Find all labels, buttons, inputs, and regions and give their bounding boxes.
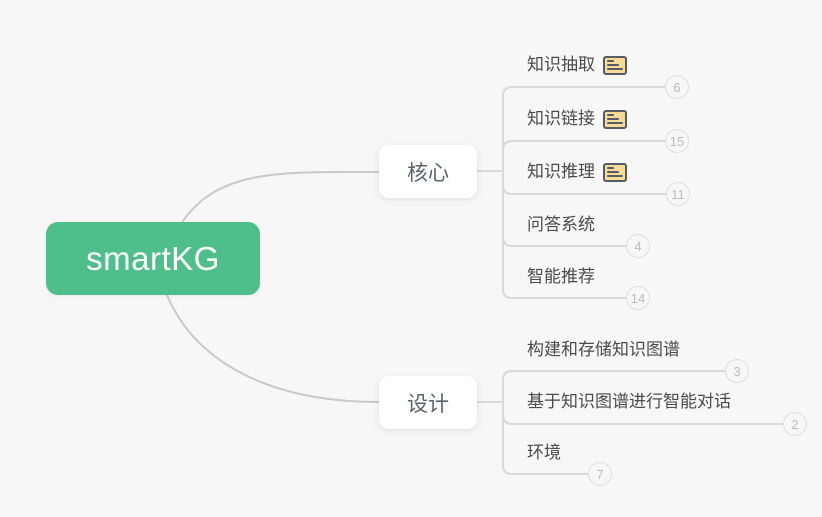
topic-label: 环境: [527, 443, 561, 462]
root-node-smartkg[interactable]: smartKG: [46, 222, 260, 295]
branch-node-design[interactable]: 设计: [379, 376, 477, 429]
underline-core-child-3: [502, 184, 667, 195]
underline-design-child-2: [502, 414, 784, 425]
underline-design-child-3: [502, 464, 589, 475]
count-badge[interactable]: 2: [783, 412, 807, 436]
note-icon[interactable]: [603, 55, 627, 75]
topic-label: 基于知识图谱进行智能对话: [527, 392, 731, 411]
underline-design-child-1: [502, 370, 726, 381]
branch-node-design-label: 设计: [407, 392, 449, 416]
topic-build-store-kg[interactable]: 构建和存储知识图谱: [527, 338, 680, 362]
count-badge[interactable]: 14: [626, 286, 650, 310]
connector-root-to-design: [166, 294, 380, 403]
connector-root-to-core: [182, 170, 380, 222]
root-node-label: smartKG: [86, 239, 220, 277]
count-badge[interactable]: 7: [588, 462, 612, 486]
count-badge[interactable]: 11: [666, 182, 690, 206]
underline-core-child-4: [502, 236, 627, 247]
count-badge[interactable]: 15: [665, 129, 689, 153]
underline-core-child-5: [502, 288, 627, 299]
topic-environment[interactable]: 环境: [527, 441, 561, 465]
branch-node-core[interactable]: 核心: [379, 145, 477, 198]
count-badge[interactable]: 3: [725, 359, 749, 383]
count-badge[interactable]: 4: [626, 234, 650, 258]
topic-label: 知识推理: [527, 162, 595, 181]
topic-label: 问答系统: [527, 215, 595, 234]
branch-node-core-label: 核心: [407, 161, 449, 185]
count-badge[interactable]: 6: [665, 75, 689, 99]
topic-label: 知识链接: [527, 109, 595, 128]
topic-qa-system[interactable]: 问答系统: [527, 213, 595, 237]
underline-core-child-2: [502, 140, 666, 151]
underline-core-child-1: [502, 86, 666, 97]
topic-smart-recommendation[interactable]: 智能推荐: [527, 265, 595, 289]
topic-label: 智能推荐: [527, 267, 595, 286]
topic-label: 构建和存储知识图谱: [527, 340, 680, 359]
topic-knowledge-linking[interactable]: 知识链接: [527, 107, 627, 131]
topic-knowledge-extraction[interactable]: 知识抽取: [527, 53, 627, 77]
topic-kg-dialogue[interactable]: 基于知识图谱进行智能对话: [527, 390, 731, 414]
topic-knowledge-reasoning[interactable]: 知识推理: [527, 160, 627, 184]
note-icon[interactable]: [603, 109, 627, 129]
topic-label: 知识抽取: [527, 55, 595, 74]
note-icon[interactable]: [603, 162, 627, 182]
